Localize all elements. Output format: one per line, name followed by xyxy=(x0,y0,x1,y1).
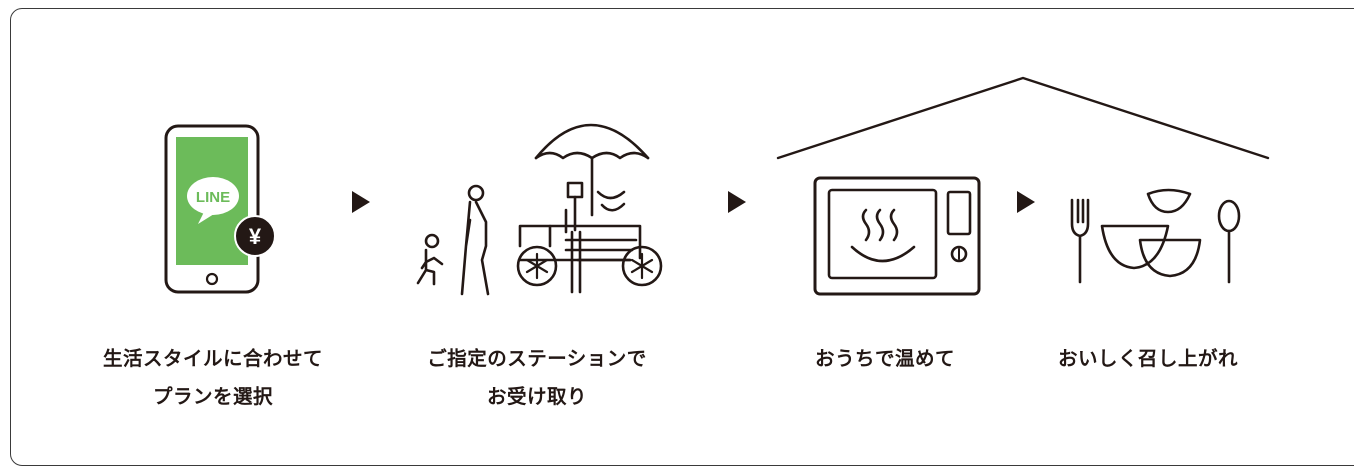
pickup-station-icon xyxy=(416,123,663,296)
step-caption-heat: おうちで温めて xyxy=(814,347,955,370)
flow-panel xyxy=(10,8,1354,466)
microwave-icon xyxy=(813,176,981,296)
step-caption-pickup: ご指定のステーションで お受け取り xyxy=(427,347,647,408)
tableware-icon xyxy=(1070,188,1241,284)
yen-badge: ¥ xyxy=(249,224,262,249)
house-roof-line xyxy=(776,76,1270,160)
line-app-label: LINE xyxy=(196,189,230,206)
arrow-right-icon xyxy=(352,191,370,213)
step-caption-enjoy: おいしく召し上がれ xyxy=(1057,347,1238,370)
arrow-right-icon xyxy=(1017,191,1035,213)
phone-line-icon: LINE ¥ xyxy=(164,124,276,294)
arrow-right-icon xyxy=(728,191,746,213)
step-caption-choose-plan: 生活スタイルに合わせて プランを選択 xyxy=(102,347,323,408)
